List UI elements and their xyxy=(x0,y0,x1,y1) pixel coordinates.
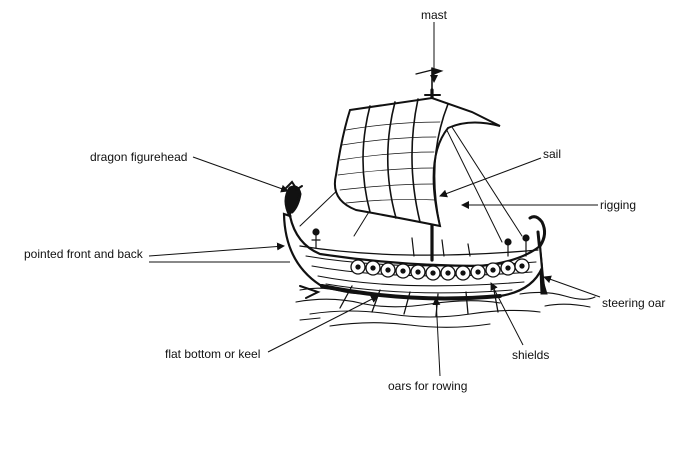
label-pointed-front-and-back: pointed front and back xyxy=(24,247,144,261)
label-steering-oar: steering oar xyxy=(602,296,665,310)
shields-row xyxy=(350,258,530,281)
leader-oars xyxy=(432,297,441,377)
leader-keel xyxy=(267,295,379,353)
label-flat-bottom-or-keel: flat bottom or keel xyxy=(165,347,260,361)
longship-illustration xyxy=(282,67,596,328)
sail xyxy=(334,96,501,228)
labels: mast sail rigging dragon figurehead poin… xyxy=(24,8,665,393)
dragon-prow xyxy=(284,180,321,299)
stern-post xyxy=(528,215,547,248)
leader-steering-oar xyxy=(543,275,601,298)
label-mast: mast xyxy=(421,8,448,22)
leader-pointed-front xyxy=(148,242,285,257)
label-shields: shields xyxy=(512,348,549,362)
leader-shields xyxy=(490,282,524,346)
leader-dragon-figurehead xyxy=(192,156,289,193)
label-sail: sail xyxy=(543,147,561,161)
label-dragon-figurehead: dragon figurehead xyxy=(90,150,187,164)
hull xyxy=(282,212,544,301)
label-rigging: rigging xyxy=(600,198,636,212)
crew xyxy=(311,228,530,257)
leader-lines xyxy=(148,22,601,377)
label-oars-for-rowing: oars for rowing xyxy=(388,379,467,393)
water xyxy=(295,287,596,328)
leader-sail xyxy=(439,157,542,198)
